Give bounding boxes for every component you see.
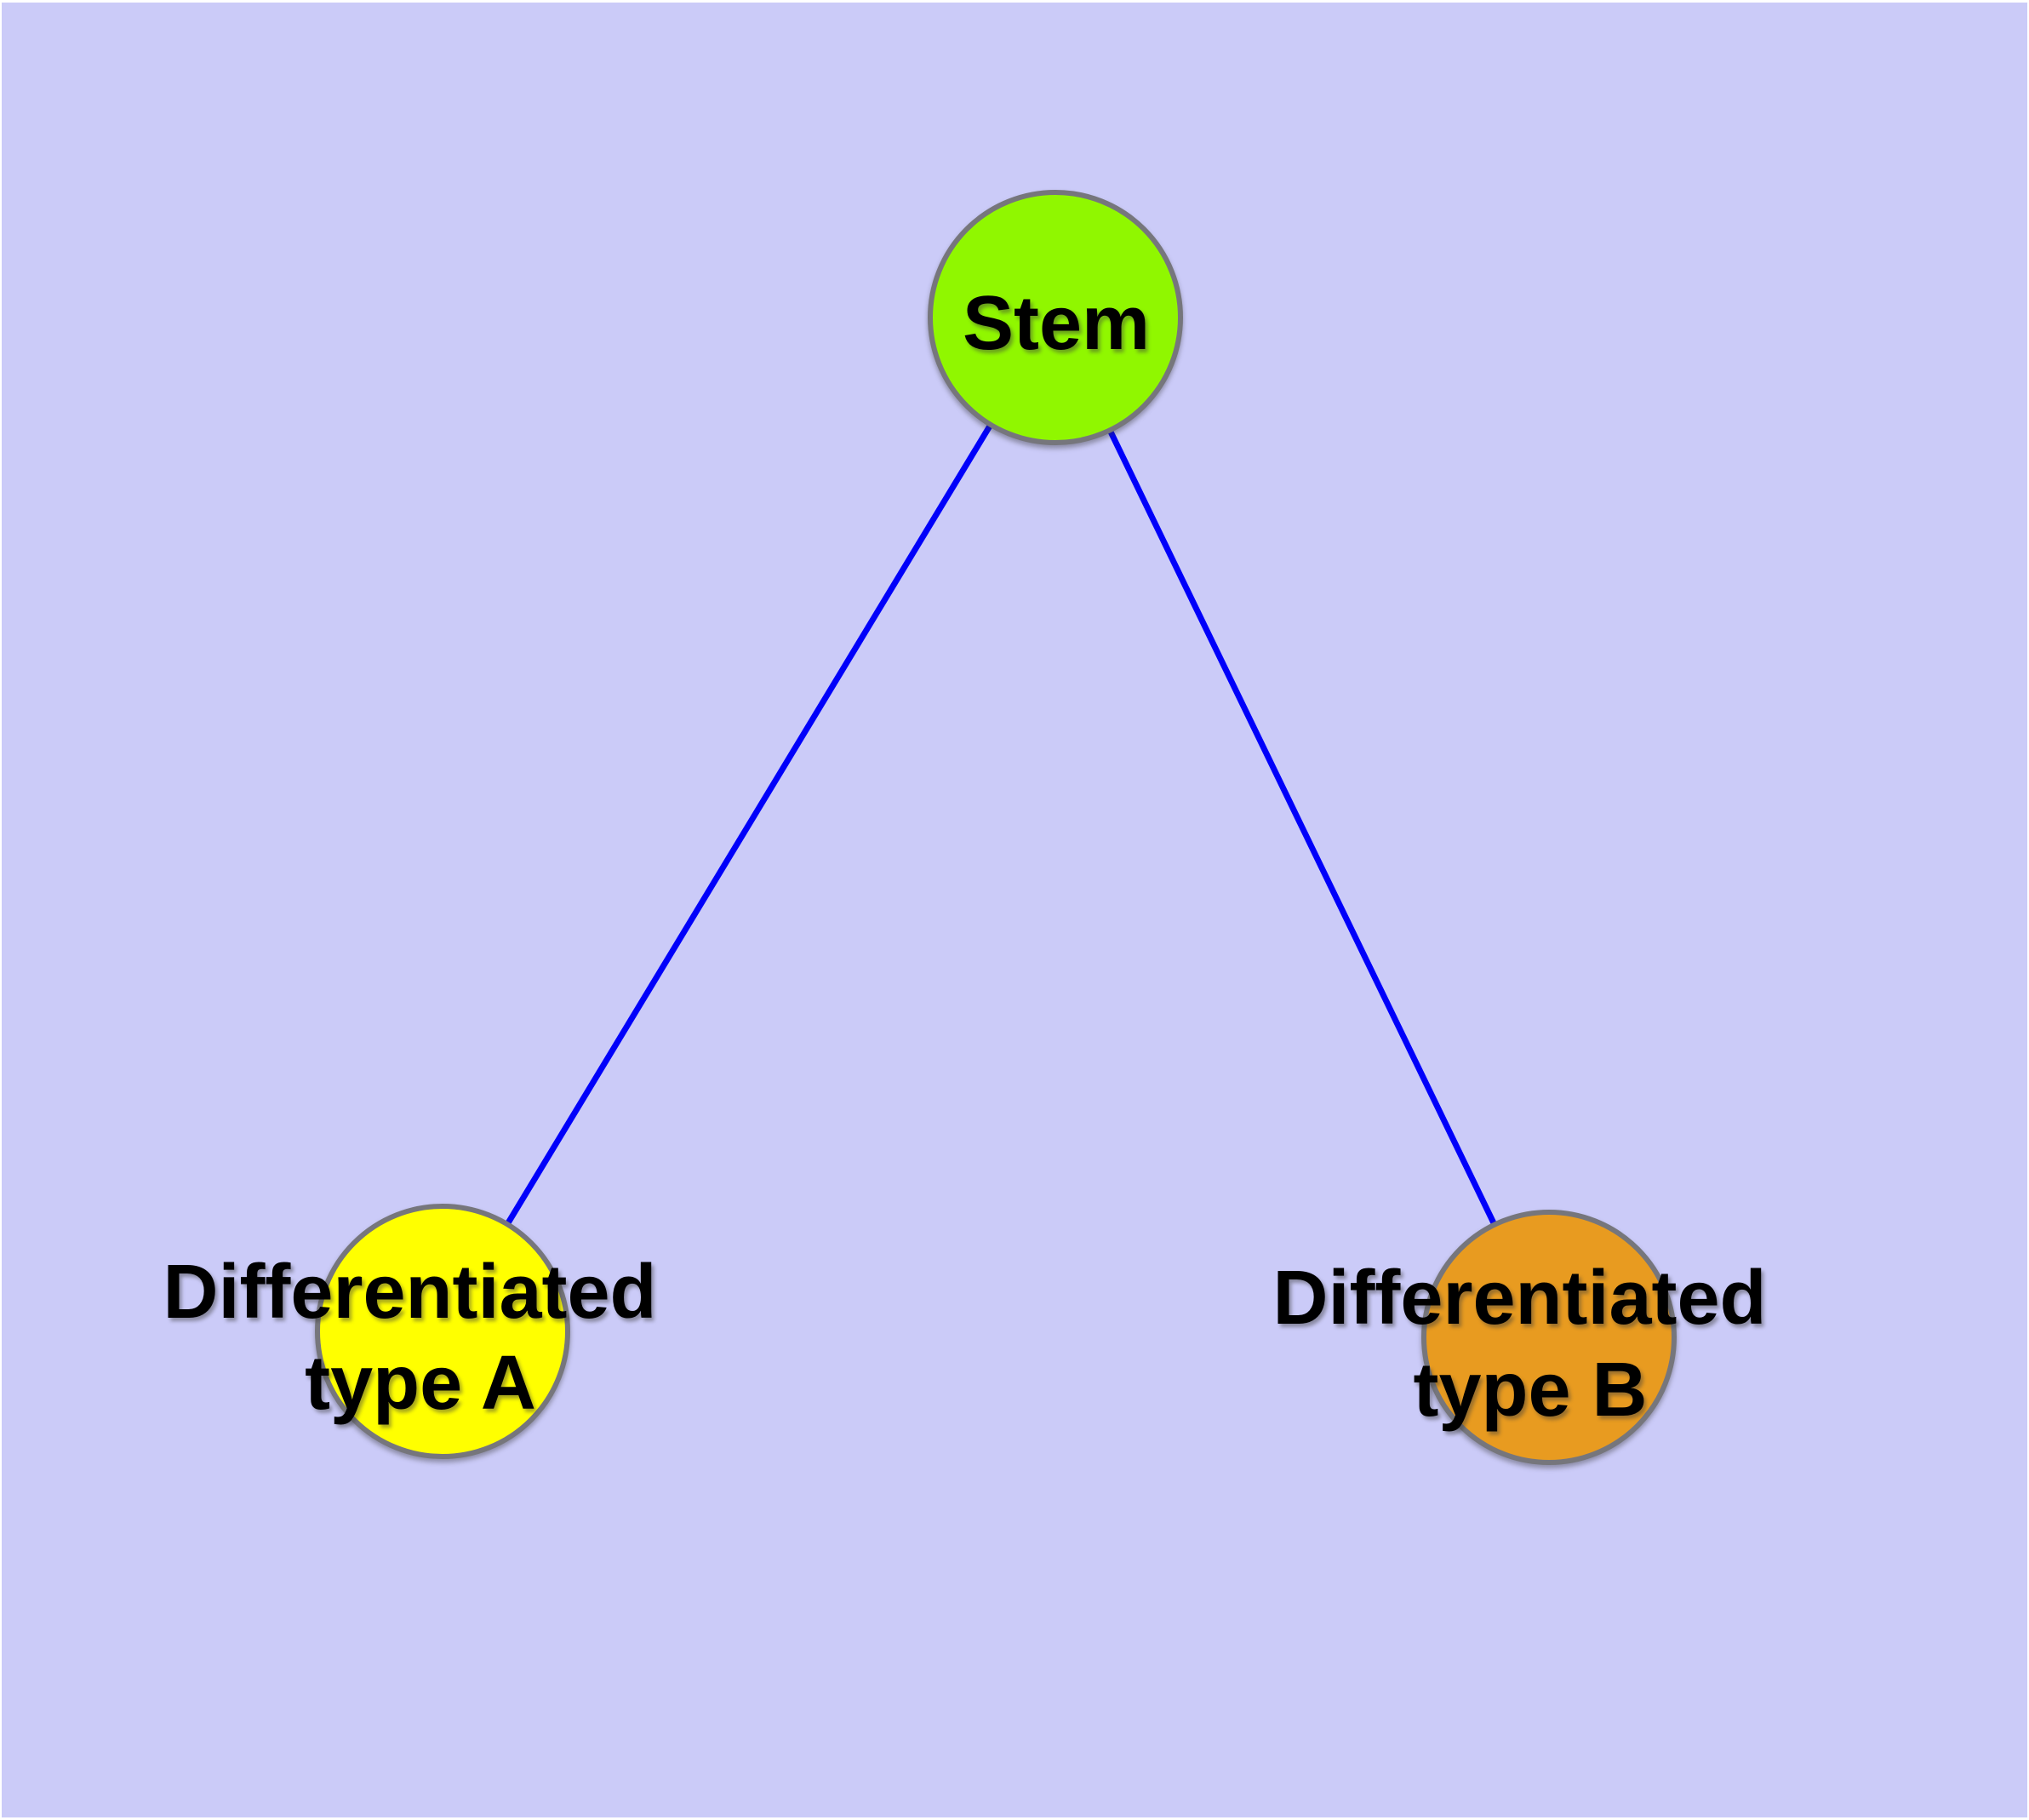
- type-a-node: Differentiated type A: [163, 1204, 677, 1459]
- edge-stem-to-type-b: [1052, 316, 1552, 1339]
- stem-node-label: Stem: [963, 281, 1150, 366]
- type-a-node-circle: [315, 1204, 570, 1459]
- type-a-node-label: Differentiated type A: [163, 1250, 677, 1426]
- type-b-node: Differentiated type B: [1272, 1210, 1787, 1465]
- edge-stem-to-type-a: [440, 316, 1058, 1333]
- type-a-label-line2: type A: [305, 1341, 536, 1426]
- type-b-node-circle: [1421, 1210, 1677, 1465]
- stem-node: Stem: [928, 190, 1183, 445]
- type-b-label-line2: type B: [1413, 1348, 1647, 1433]
- type-b-label-line1: Differentiated: [1272, 1256, 1766, 1341]
- type-b-node-label: Differentiated type B: [1272, 1256, 1787, 1433]
- type-a-label-line1: Differentiated: [163, 1250, 656, 1335]
- stem-node-circle: [928, 190, 1183, 445]
